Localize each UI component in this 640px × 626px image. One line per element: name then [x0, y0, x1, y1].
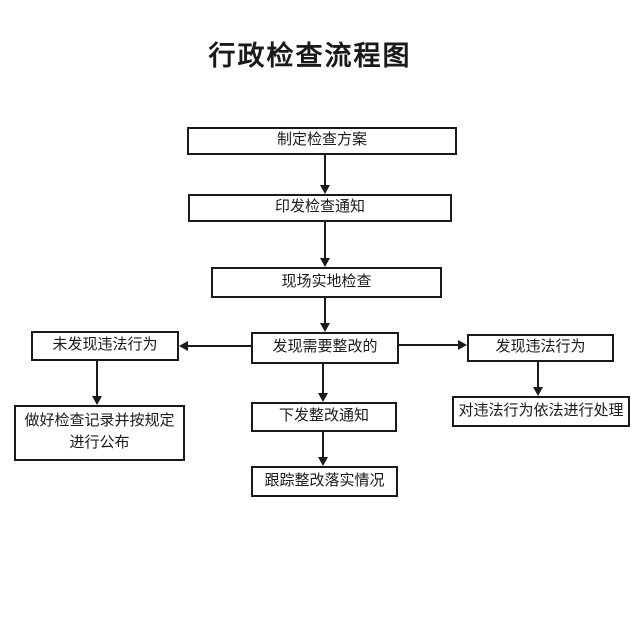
node-no-violation: 未发现违法行为: [31, 331, 179, 361]
arrow-notice-to-onsite: [320, 222, 330, 267]
node-onsite: 现场实地检查: [211, 267, 442, 298]
arrow-need-rectify-to-rectify-notice: [318, 364, 328, 402]
arrow-plan-to-notice: [320, 155, 330, 194]
arrow-need-rectify-to-no-violation: [179, 341, 251, 351]
arrow-rectify-notice-to-track: [318, 432, 328, 466]
node-track: 跟踪整改落实情况: [251, 466, 398, 497]
arrow-violation-to-handle-violation: [533, 362, 543, 396]
node-handle-violation: 对违法行为依法进行处理: [452, 396, 630, 427]
page-title: 行政检查流程图: [208, 41, 412, 71]
node-notice: 印发检查通知: [188, 194, 452, 222]
node-plan: 制定检查方案: [187, 127, 457, 155]
node-rectify-notice: 下发整改通知: [251, 402, 397, 432]
arrow-no-violation-to-record-publish: [92, 361, 102, 405]
node-need-rectify: 发现需要整改的: [251, 332, 399, 364]
node-violation: 发现违法行为: [467, 334, 614, 362]
arrow-onsite-to-need-rectify: [320, 298, 330, 332]
node-record-publish: 做好检查记录并按规定进行公布: [14, 405, 185, 461]
arrow-need-rectify-to-violation: [399, 340, 467, 350]
